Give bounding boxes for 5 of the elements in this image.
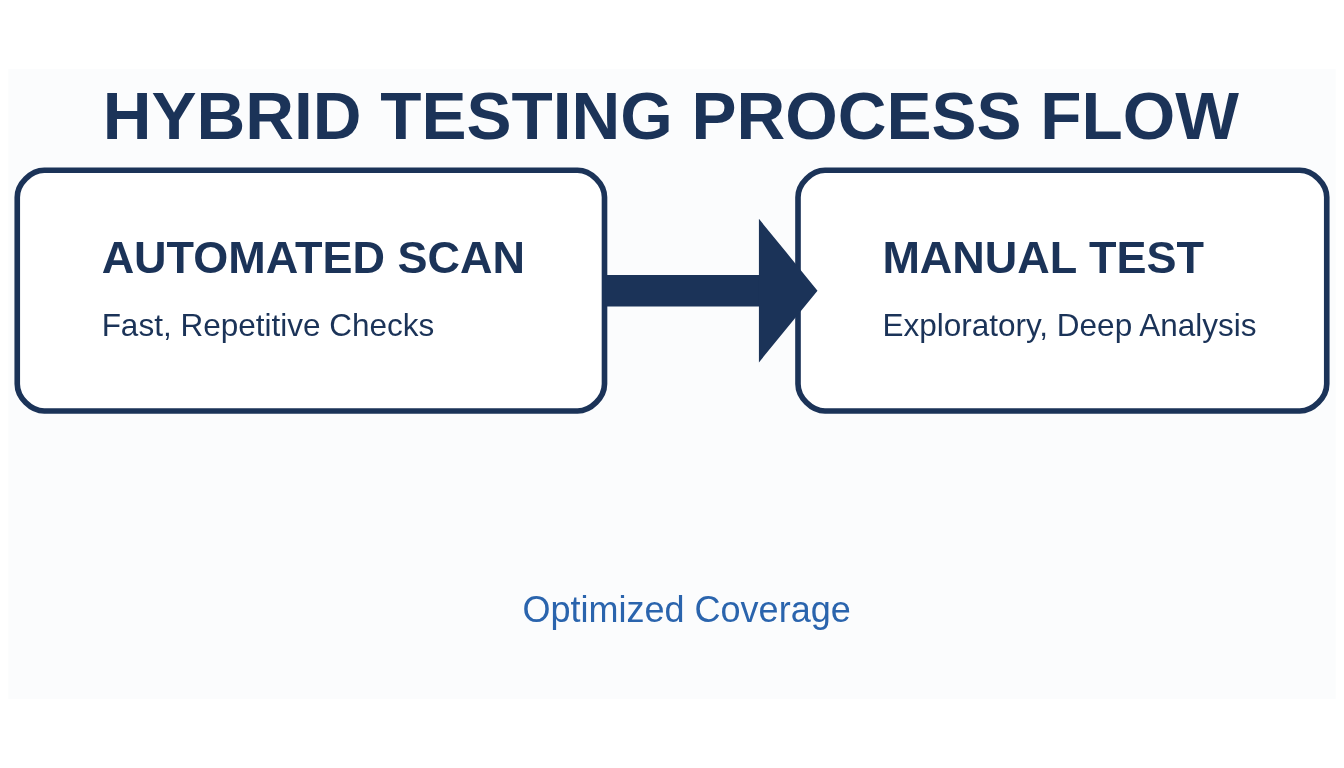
node-box: AUTOMATED SCAN Fast, Repetitive Checks [14,167,608,414]
diagram-title: HYBRID TESTING PROCESS FLOW [102,77,1240,153]
label: Optimized Coverage [522,589,851,631]
arrow [605,218,818,363]
node-box: MANUAL TEST Exploratory, Deep Analysis [795,167,1330,414]
